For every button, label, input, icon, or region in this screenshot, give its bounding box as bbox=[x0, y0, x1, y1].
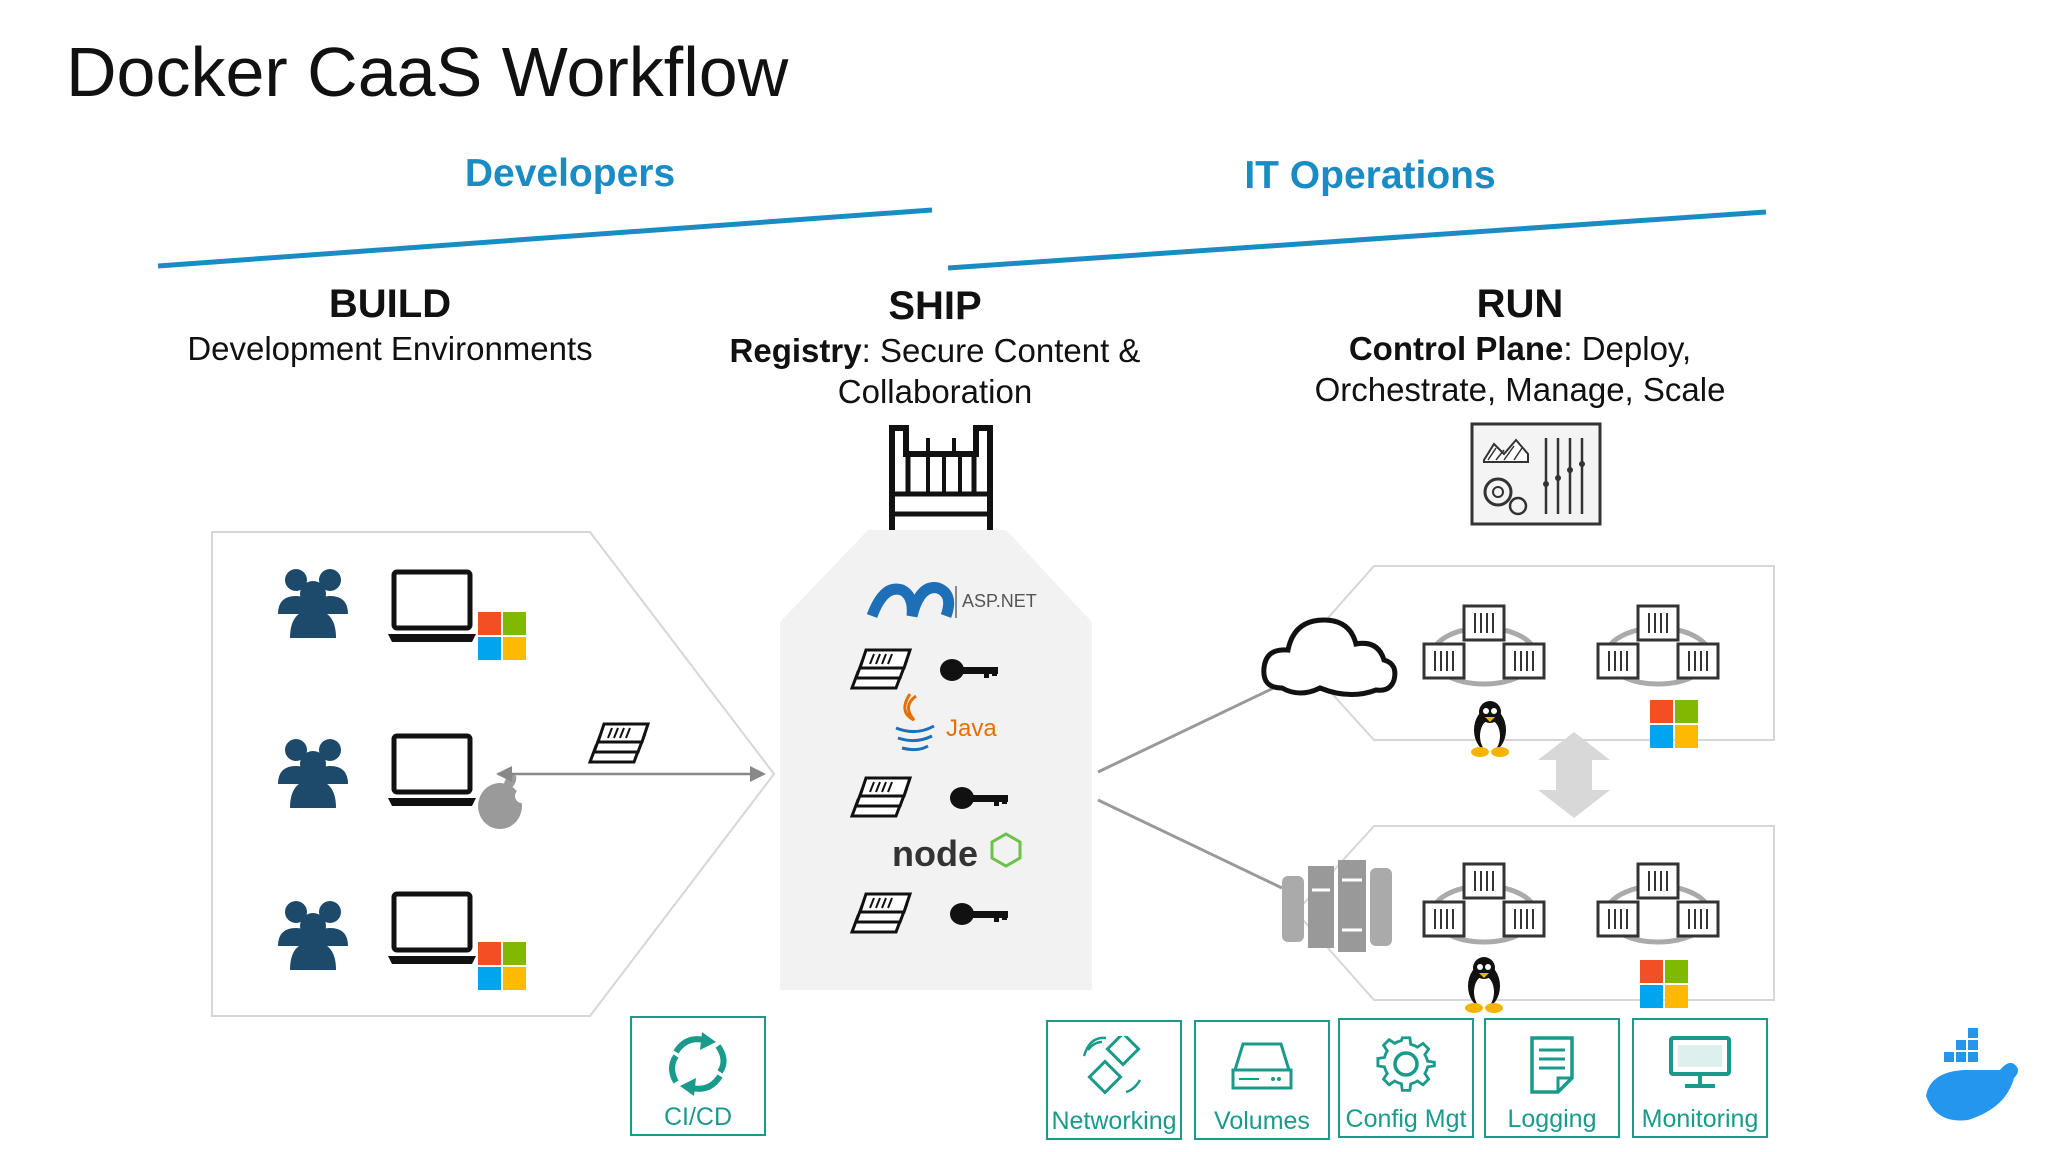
aspnet-label: ASP.NET bbox=[962, 591, 1037, 611]
cloud-icon bbox=[1261, 617, 1398, 697]
service-volumes-label: Volumes bbox=[1214, 1107, 1310, 1135]
ship-desc-line2: Collaboration bbox=[837, 373, 1033, 410]
service-networking-label: Networking bbox=[1051, 1107, 1177, 1135]
docker-whale-icon bbox=[1926, 1028, 2018, 1121]
ship-panel bbox=[780, 530, 1092, 990]
datacenter-icon bbox=[1282, 860, 1392, 952]
run-desc-bold: Control Plane bbox=[1348, 330, 1564, 367]
service-networking: Networking bbox=[1046, 1020, 1182, 1140]
service-config-label: Config Mgt bbox=[1345, 1105, 1467, 1133]
ship-desc-rest: : Secure Content & bbox=[861, 332, 1141, 369]
it-operations-underline bbox=[947, 209, 1767, 271]
service-logging-label: Logging bbox=[1507, 1105, 1597, 1133]
service-config: Config Mgt bbox=[1338, 1018, 1474, 1138]
disk-icon bbox=[1231, 1042, 1293, 1090]
aspnet-logo-icon: ASP.NET bbox=[866, 582, 1037, 619]
ship-to-cloud-line bbox=[1097, 682, 1283, 774]
registry-icon bbox=[888, 424, 994, 530]
role-divider-lines bbox=[157, 207, 1767, 271]
build-ship-arrow bbox=[496, 766, 766, 782]
service-logging: Logging bbox=[1484, 1018, 1620, 1138]
service-cicd-label: CI/CD bbox=[663, 1103, 733, 1131]
role-it-operations: IT Operations bbox=[1244, 154, 1496, 197]
node-label: node bbox=[892, 833, 978, 874]
ship-to-datacenter-line bbox=[1097, 798, 1283, 890]
page-title: Docker CaaS Workflow bbox=[66, 33, 789, 111]
run-desc-rest: : Deploy, bbox=[1563, 330, 1692, 367]
network-icon bbox=[1082, 1036, 1142, 1095]
gear-icon bbox=[1376, 1036, 1436, 1092]
document-icon bbox=[1530, 1036, 1574, 1094]
monitor-icon bbox=[1669, 1036, 1731, 1088]
developers-underline bbox=[157, 207, 933, 269]
ship-title: SHIP bbox=[888, 284, 982, 328]
build-title: BUILD bbox=[328, 282, 452, 326]
service-cicd: CI/CD bbox=[630, 1016, 766, 1136]
java-label: Java bbox=[946, 715, 997, 742]
service-monitoring-label: Monitoring bbox=[1641, 1105, 1759, 1133]
build-description: Development Environments bbox=[187, 330, 593, 367]
service-volumes: Volumes bbox=[1194, 1020, 1330, 1140]
node-logo-icon: node bbox=[892, 832, 1022, 874]
run-desc-line2: Orchestrate, Manage, Scale bbox=[1314, 371, 1726, 408]
control-plane-icon bbox=[1470, 422, 1602, 526]
ship-description: Registry: Secure Content & Collaboration bbox=[700, 330, 1170, 412]
java-logo-icon: Java bbox=[895, 693, 997, 752]
run-title: RUN bbox=[1476, 282, 1564, 326]
ship-desc-bold: Registry bbox=[729, 332, 862, 369]
run-description: Control Plane: Deploy, Orchestrate, Mana… bbox=[1280, 328, 1760, 410]
cycle-icon bbox=[669, 1032, 727, 1096]
scale-arrow-icon bbox=[1538, 732, 1610, 818]
service-monitoring: Monitoring bbox=[1632, 1018, 1768, 1138]
build-panel bbox=[211, 531, 776, 1017]
role-developers: Developers bbox=[464, 152, 676, 195]
